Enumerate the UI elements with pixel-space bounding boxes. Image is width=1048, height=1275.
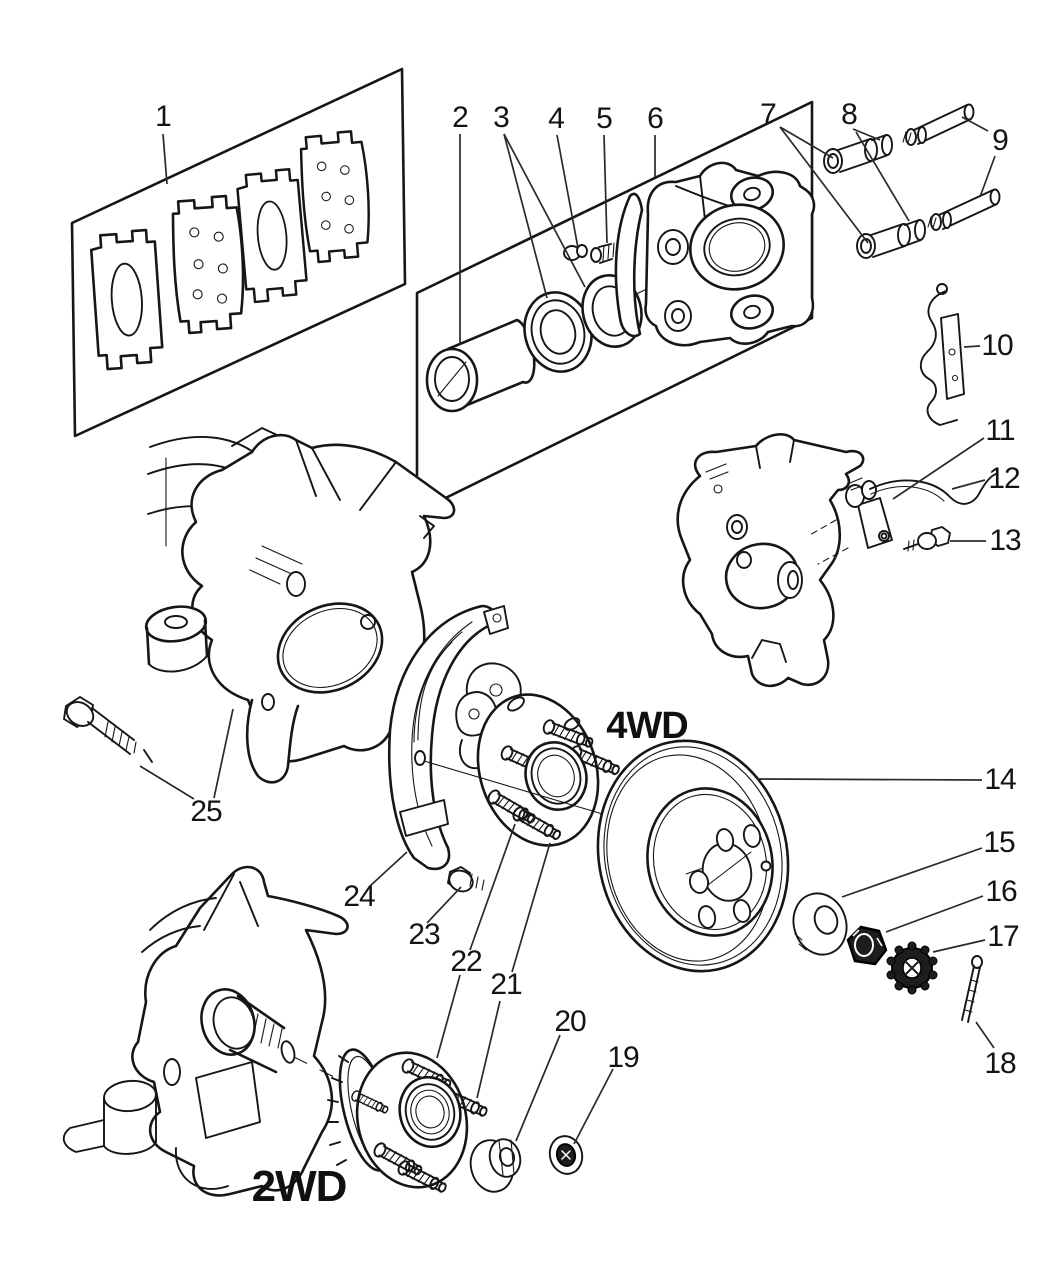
callout-4[interactable]: 4 <box>548 102 565 135</box>
sensor-bolt-art <box>903 526 951 552</box>
caliper-pin-art <box>902 103 1001 231</box>
leader-lines <box>139 116 996 1145</box>
callout-23[interactable]: 23 <box>408 918 440 951</box>
drivetrain-label-4wd: 4WD <box>606 705 688 747</box>
caliper-inset-box <box>415 100 816 514</box>
guide-pin-bushing-art <box>823 134 926 259</box>
leader-line-21 <box>511 842 551 973</box>
callout-14[interactable]: 14 <box>984 763 1016 796</box>
leader-line-7 <box>779 126 869 244</box>
leader-line-5 <box>603 134 608 244</box>
hub-4wd-art <box>423 662 713 861</box>
abs-sensor-art <box>845 477 893 549</box>
callout-19[interactable]: 19 <box>607 1041 639 1074</box>
leader-line-10 <box>963 345 981 348</box>
callout-12[interactable]: 12 <box>988 462 1020 495</box>
leader-line-14 <box>756 778 983 781</box>
knuckle-2wd-art <box>62 865 349 1197</box>
leader-line-9 <box>979 155 996 198</box>
leader-line-7 <box>779 126 834 159</box>
drivetrain-label-2wd: 2WD <box>251 1162 348 1211</box>
cotter-pin-art <box>961 955 983 1023</box>
callout-21[interactable]: 21 <box>490 968 522 1001</box>
callout-22[interactable]: 22 <box>450 945 482 978</box>
leader-line-9 <box>961 116 989 132</box>
callout-11[interactable]: 11 <box>985 414 1015 447</box>
leader-line-8 <box>855 131 910 222</box>
knuckle-right-art <box>676 433 865 688</box>
leader-line-23 <box>426 886 462 924</box>
spindle-washer-nut-art <box>548 1135 584 1175</box>
callout-24[interactable]: 24 <box>343 880 375 913</box>
callout-16[interactable]: 16 <box>985 875 1017 908</box>
rotor-art <box>596 739 790 973</box>
callout-1[interactable]: 1 <box>155 100 172 133</box>
leader-line-22 <box>469 823 516 951</box>
leader-line-18 <box>975 1021 995 1049</box>
callout-15[interactable]: 15 <box>983 826 1015 859</box>
callout-2[interactable]: 2 <box>452 101 469 134</box>
callout-25[interactable]: 25 <box>190 795 222 828</box>
leader-line-25 <box>139 765 195 800</box>
leader-line-19 <box>573 1068 614 1145</box>
callout-3[interactable]: 3 <box>493 101 510 134</box>
leader-line-4 <box>556 134 579 249</box>
pad-set-inset-box <box>70 67 407 438</box>
splash-shield-art <box>387 604 509 871</box>
leader-line-12 <box>951 479 986 490</box>
caliper-piston-art <box>425 318 536 413</box>
leader-line-3 <box>503 133 586 288</box>
knuckle-bolt-art <box>63 696 153 763</box>
callout-9[interactable]: 9 <box>992 124 1009 157</box>
hub-2wd-art <box>327 1048 491 1197</box>
leader-line-11 <box>892 437 985 500</box>
spring-clip-art <box>919 283 965 426</box>
callout-20[interactable]: 20 <box>554 1005 586 1038</box>
leader-line-25 <box>213 708 234 799</box>
leader-line-24 <box>369 851 408 887</box>
sensor-wire-art <box>869 473 997 505</box>
leader-line-16 <box>885 895 984 933</box>
leader-line-22 <box>436 974 461 1059</box>
callout-8[interactable]: 8 <box>841 98 858 131</box>
leader-line-17 <box>932 939 986 953</box>
leader-line-1 <box>162 133 168 185</box>
leader-line-15 <box>841 847 983 898</box>
callout-5[interactable]: 5 <box>596 102 613 135</box>
callout-17[interactable]: 17 <box>987 920 1019 953</box>
leader-line-8 <box>852 128 881 141</box>
hub-nut-2wd-art <box>469 1138 522 1193</box>
callout-13[interactable]: 13 <box>989 524 1021 557</box>
leader-line-20 <box>515 1034 561 1142</box>
callout-10[interactable]: 10 <box>981 329 1013 362</box>
leader-line-3 <box>503 133 548 299</box>
callout-6[interactable]: 6 <box>647 102 664 135</box>
caliper-art <box>614 161 816 347</box>
spindle-washer-art <box>792 892 848 956</box>
leader-line-21 <box>476 1000 501 1099</box>
callout-18[interactable]: 18 <box>984 1047 1016 1080</box>
callout-7[interactable]: 7 <box>760 98 777 131</box>
shield-bolt-art <box>447 866 485 893</box>
nut-retainer-art <box>886 941 938 995</box>
knuckle-4wd-art <box>144 433 456 784</box>
spindle-nut-art <box>846 925 888 966</box>
